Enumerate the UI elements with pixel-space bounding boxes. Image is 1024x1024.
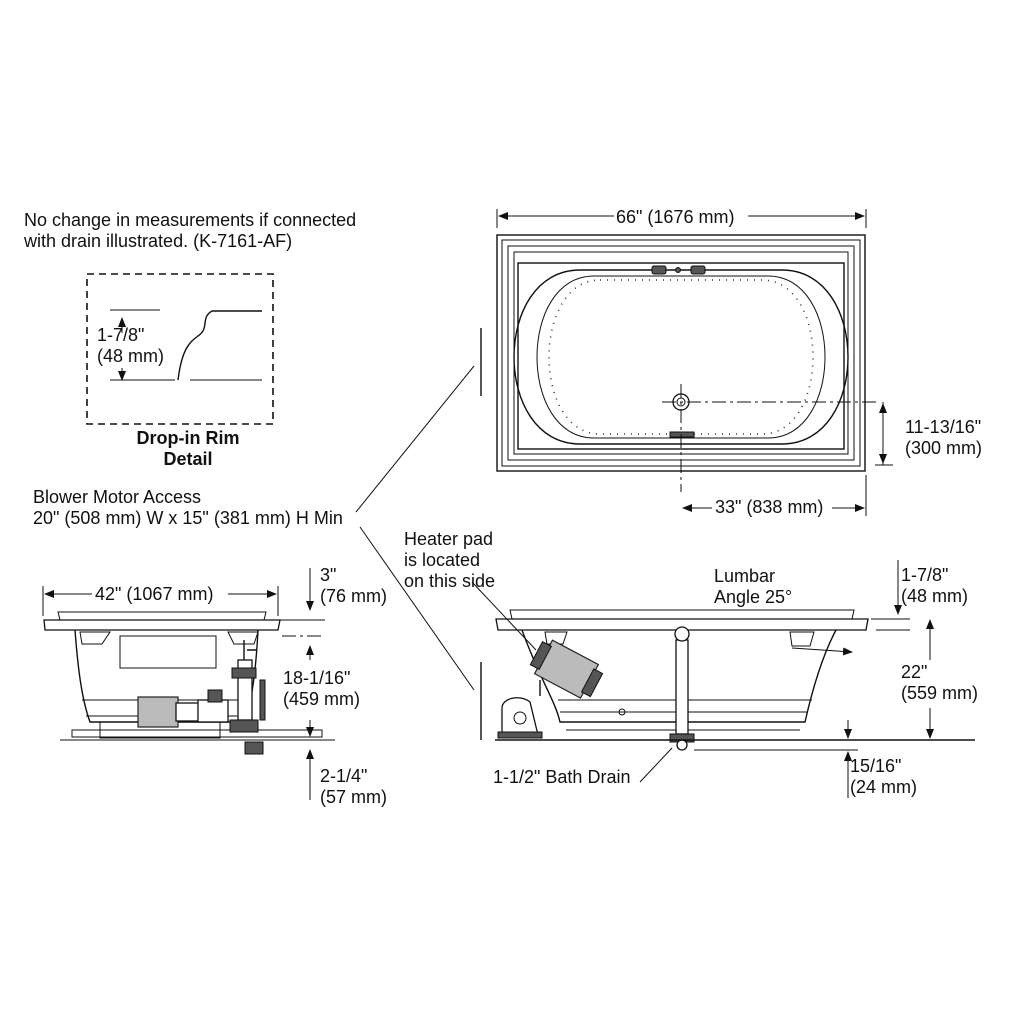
heater-line1: Heater pad xyxy=(404,529,494,549)
heater-line2: is located xyxy=(404,550,481,570)
side-view xyxy=(471,560,975,798)
top-drain-edge-mm: (300 mm) xyxy=(905,438,983,458)
end-width-dimension: 42" (1067 mm) xyxy=(95,584,214,604)
rim-detail-title: Drop-in Rim Detail xyxy=(118,428,258,470)
blower-access-note: Blower Motor Access 20" (508 mm) W x 15"… xyxy=(33,487,343,529)
end-rim-in: 3" xyxy=(320,565,337,585)
end-depth-in: 18-1/16" xyxy=(283,668,351,688)
end-depth-dimension: 18-1/16" (459 mm) xyxy=(283,668,360,710)
rim-detail-box xyxy=(86,273,274,425)
side-height-dimension: 22" (559 mm) xyxy=(901,662,978,704)
blower-access-line1: Blower Motor Access xyxy=(33,487,202,507)
lumbar-line1: Lumbar xyxy=(714,566,776,586)
heater-pad-note: Heater pad is located on this side xyxy=(404,529,495,592)
heater-line3: on this side xyxy=(404,571,496,591)
end-base-mm: (57 mm) xyxy=(320,787,387,807)
end-depth-mm: (459 mm) xyxy=(283,689,361,709)
end-rim-dimension: 3" (76 mm) xyxy=(320,565,387,607)
blower-leader-top xyxy=(355,365,475,513)
side-drain-mm: (24 mm) xyxy=(850,777,917,797)
blower-access-line2: 20" (508 mm) W x 15" (381 mm) H Min xyxy=(33,508,343,528)
side-rim-dimension: 1-7/8" (48 mm) xyxy=(901,565,968,607)
drain-note: No change in measurements if connected w… xyxy=(24,210,356,252)
end-rim-mm: (76 mm) xyxy=(320,586,387,606)
end-base-dimension: 2-1/4" (57 mm) xyxy=(320,766,387,808)
bath-drain-label: 1-1/2" Bath Drain xyxy=(493,767,631,787)
rim-detail-line1: Drop-in Rim xyxy=(136,428,240,448)
end-base-in: 2-1/4" xyxy=(320,766,368,786)
drain-note-line2: with drain illustrated. (K-7161-AF) xyxy=(24,231,293,251)
blower-leader-bottom xyxy=(359,526,475,691)
rim-detail-line2: Detail xyxy=(163,449,213,469)
end-view xyxy=(42,568,335,800)
rim-height-label: 1-7/8" (48 mm) xyxy=(97,325,164,367)
top-length-dimension: 66" (1676 mm) xyxy=(616,207,735,227)
top-drain-offset-dimension: 33" (838 mm) xyxy=(715,497,824,517)
side-drain-dimension: 15/16" (24 mm) xyxy=(850,756,917,798)
top-drain-edge-dimension: 11-13/16" (300 mm) xyxy=(905,417,982,459)
drain-note-line1: No change in measurements if connected xyxy=(24,210,357,230)
side-rim-mm: (48 mm) xyxy=(901,586,968,606)
side-drain-in: 15/16" xyxy=(850,756,902,776)
side-height-in: 22" xyxy=(901,662,928,682)
lumbar-angle-note: Lumbar Angle 25° xyxy=(714,566,792,608)
side-height-mm: (559 mm) xyxy=(901,683,979,703)
plan-view xyxy=(480,209,893,516)
lumbar-line2: Angle 25° xyxy=(714,587,793,607)
rim-height-in: 1-7/8" xyxy=(97,325,145,345)
side-rim-in: 1-7/8" xyxy=(901,565,949,585)
rim-height-mm: (48 mm) xyxy=(97,346,164,366)
top-drain-edge-in: 11-13/16" xyxy=(905,417,982,437)
